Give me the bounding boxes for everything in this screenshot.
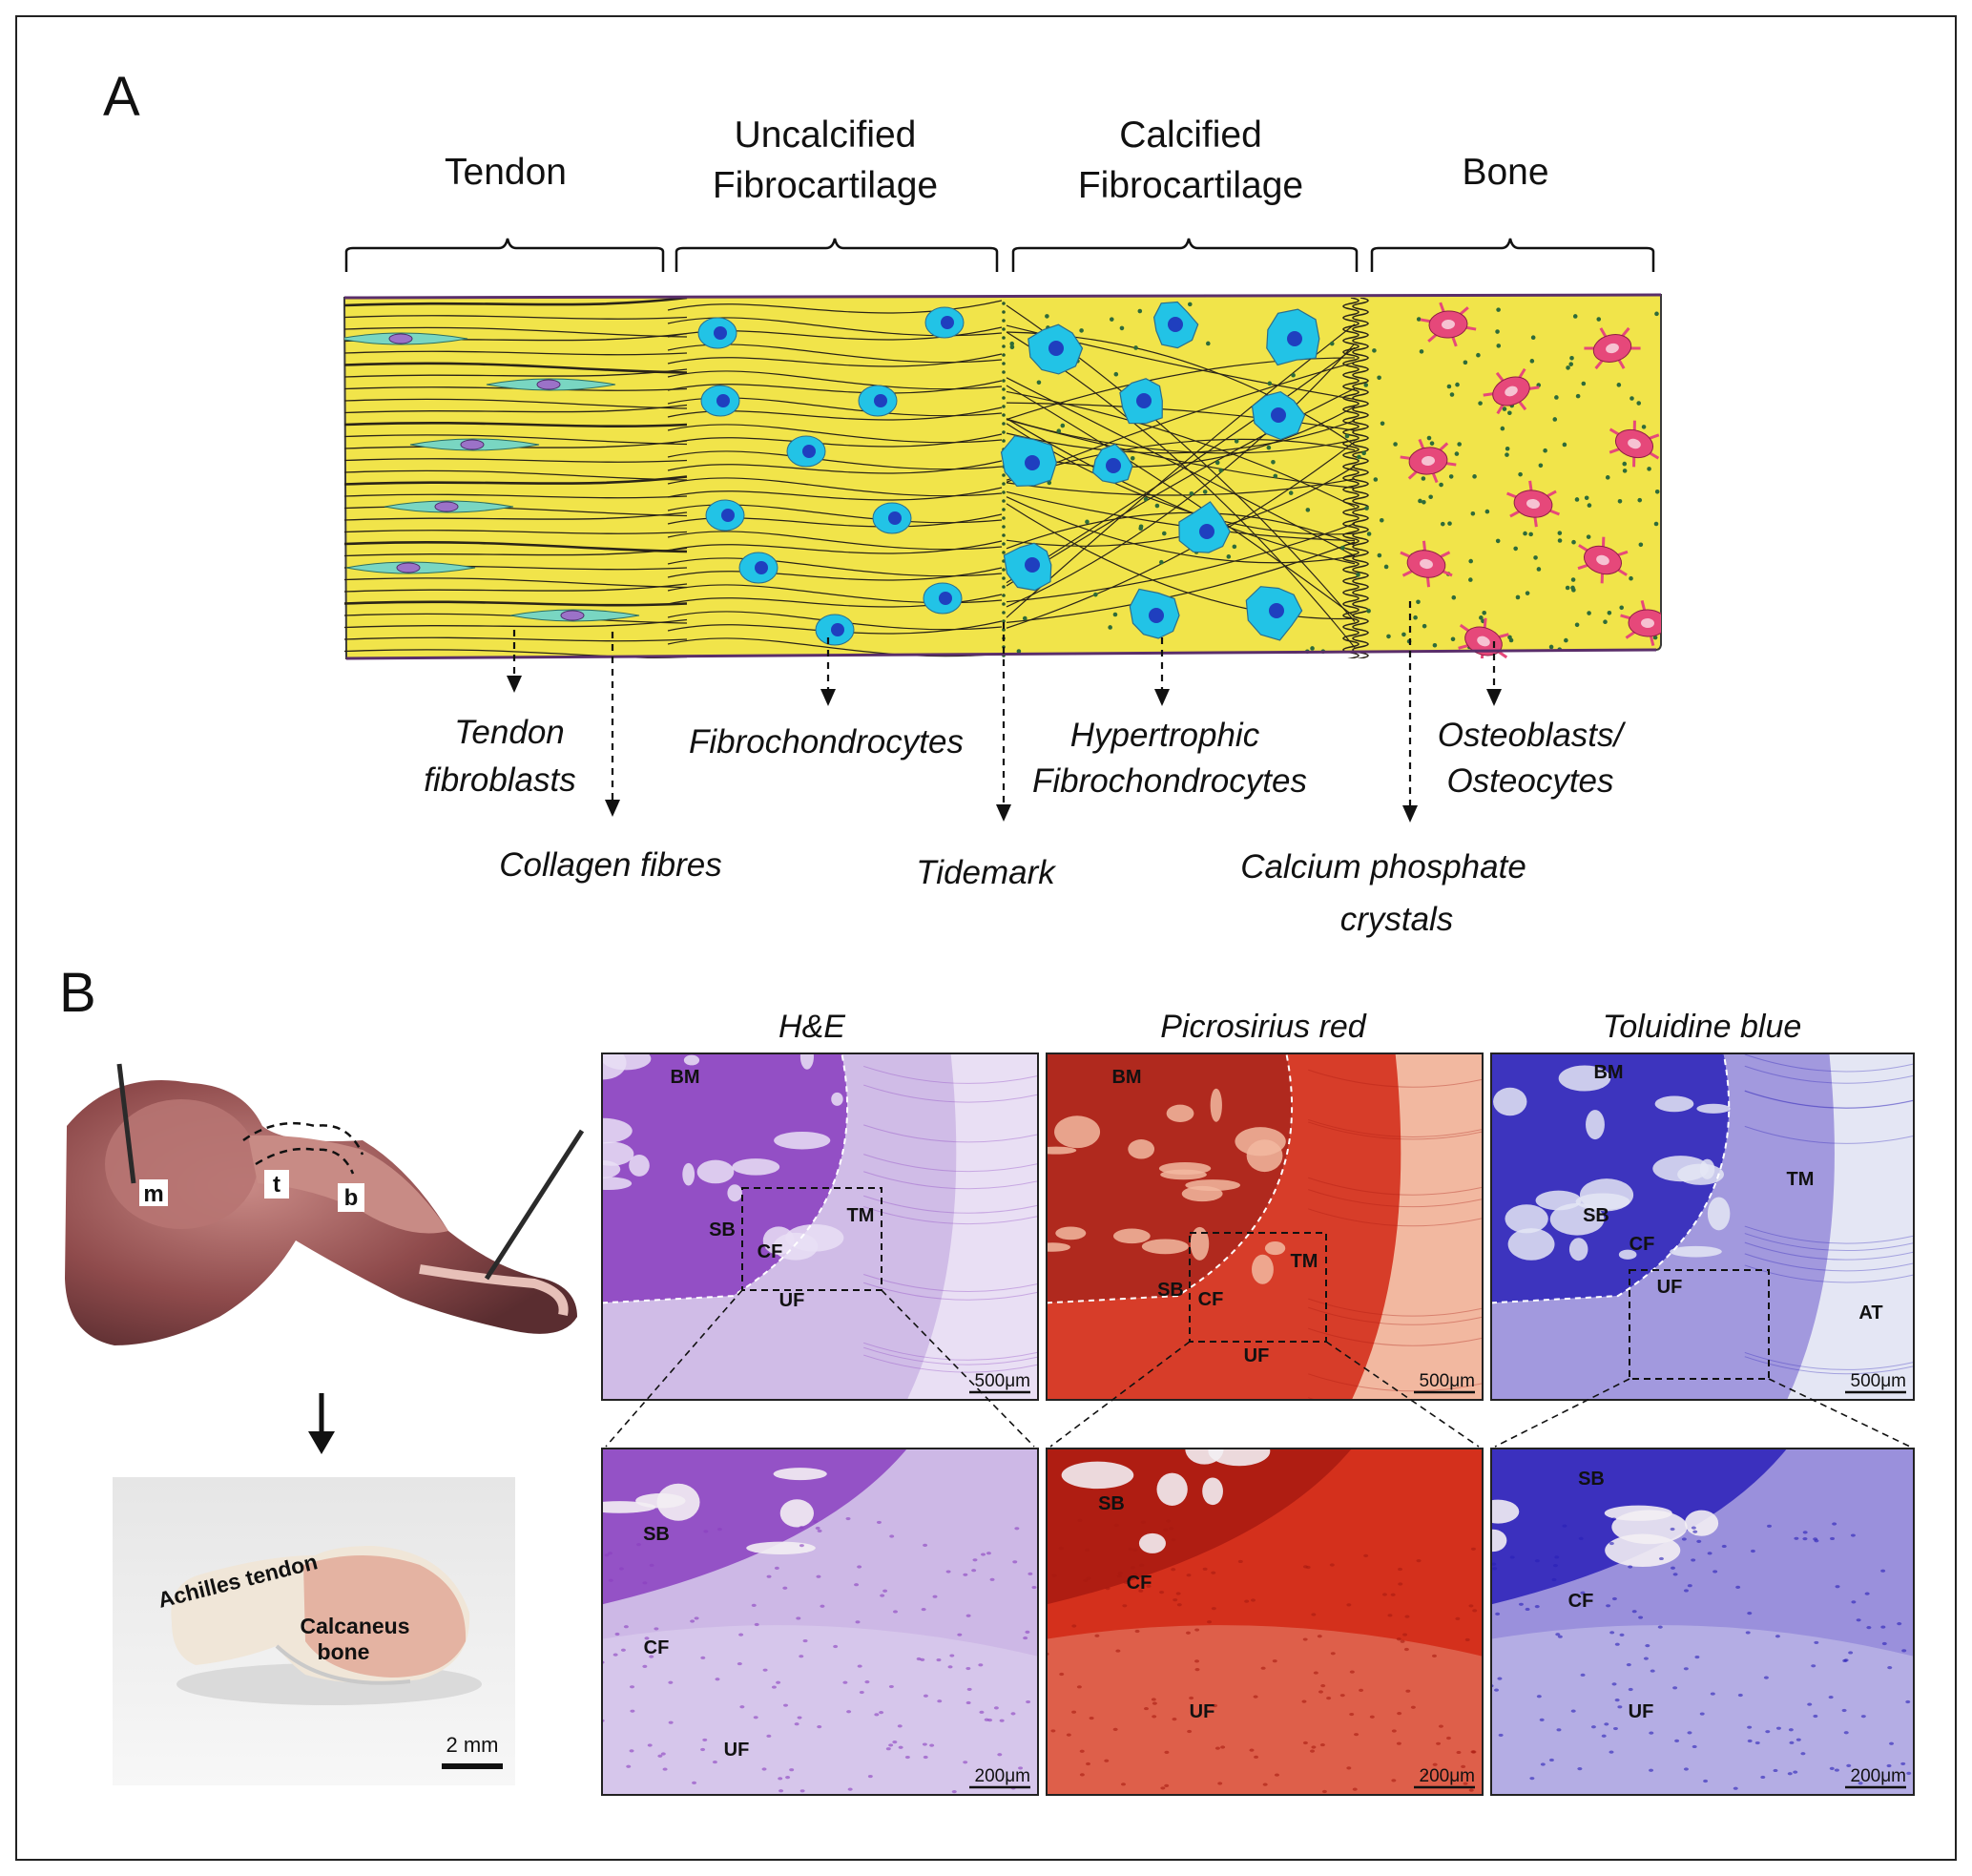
specimen-label-bone-1: Calcaneus (300, 1614, 409, 1638)
micrograph-bottom-0-label-sb: SB (643, 1524, 670, 1545)
micrograph-top-1-label-uf: UF (1244, 1345, 1270, 1366)
micrograph-top-2-label-uf: UF (1657, 1277, 1683, 1298)
zone-headings: Tendon Uncalcified Fibrocartilage Calcif… (445, 115, 1549, 206)
micrograph-top-1-label-bm: BM (1111, 1067, 1141, 1088)
micrograph-bottom-1-label-uf: UF (1190, 1701, 1215, 1722)
micrograph-bottom-0-label-uf: UF (724, 1740, 750, 1761)
micrograph-bottom-1-scale: 200μm (1420, 1766, 1475, 1786)
specimen-photo: Achilles tendon Calcaneus bone 2 mm (113, 1477, 515, 1785)
micrograph-top-1-scale: 500μm (1420, 1371, 1475, 1391)
down-arrow (308, 1393, 335, 1454)
zone-heading-bone: Bone (1462, 152, 1548, 193)
micrograph-top-2-label-sb: SB (1583, 1205, 1609, 1226)
micrograph-top-0-label-tm: TM (847, 1205, 875, 1226)
micrograph-top-0-scale: 500μm (975, 1371, 1030, 1391)
label-tendon-fibroblasts-2: fibroblasts (424, 761, 576, 799)
structure-labels: Tendon fibroblasts Collagen fibres Fibro… (424, 714, 1626, 938)
panel-a-letter: A (103, 66, 140, 128)
stain-title-he: H&E (778, 1009, 845, 1045)
micrograph-bottom-1 (1047, 1449, 1483, 1795)
dissection-photo: m t b (64, 1059, 585, 1370)
specimen-label-bone-2: bone (318, 1639, 370, 1664)
micrograph-top-2-label-tm: TM (1787, 1169, 1815, 1190)
label-hypertrophic-2: Fibrochondrocytes (1032, 762, 1307, 800)
micrograph-top-0-label-cf: CF (758, 1241, 783, 1262)
micrograph-bottom-2-label-cf: CF (1568, 1591, 1594, 1612)
micrograph-top-2 (1491, 1053, 1914, 1400)
panel-b-letter: B (59, 962, 96, 1024)
micrograph-bottom-2-label-uf: UF (1629, 1701, 1654, 1722)
photo-label-m: m (143, 1181, 163, 1207)
micrograph-bottom-2 (1491, 1449, 1914, 1795)
label-calcium-1: Calcium phosphate (1240, 848, 1526, 886)
micrograph-top-0-label-bm: BM (670, 1067, 699, 1088)
micrograph-top-2-scale: 500μm (1851, 1371, 1906, 1391)
micrograph-top-1-label-tm: TM (1291, 1251, 1318, 1272)
arrow-heads (507, 676, 1502, 823)
label-fibrochondrocytes: Fibrochondrocytes (689, 723, 964, 761)
micrograph-bottom-0-label-cf: CF (644, 1637, 670, 1658)
label-osteoblasts-1: Osteoblasts/ (1438, 717, 1627, 754)
micrograph-bottom-1-label-sb: SB (1098, 1493, 1125, 1514)
zone-braces (344, 238, 1655, 272)
zone-heading-tendon: Tendon (445, 152, 567, 193)
figure-border (15, 15, 1957, 1861)
stain-title-picrosirius: Picrosirius red (1160, 1009, 1366, 1045)
label-tidemark: Tidemark (916, 854, 1056, 891)
photo-label-t: t (273, 1172, 280, 1198)
micrograph-top-0-label-sb: SB (709, 1219, 736, 1240)
annotation-arrows (512, 601, 1496, 807)
label-tendon-fibroblasts-1: Tendon (454, 714, 565, 751)
zone-heading-uncalcified-2: Fibrocartilage (713, 165, 938, 206)
stain-title-toluidine: Toluidine blue (1603, 1009, 1802, 1045)
micrograph-bottom-1-label-cf: CF (1127, 1573, 1152, 1594)
micrograph-top-1 (1047, 1053, 1483, 1400)
micrograph-bottom-2-scale: 200μm (1851, 1766, 1906, 1786)
zone-heading-uncalcified-1: Uncalcified (735, 115, 917, 156)
photo-label-b: b (344, 1185, 359, 1211)
micrograph-top-0-label-uf: UF (779, 1290, 805, 1311)
micrograph-top-2-label-at: AT (1858, 1303, 1882, 1324)
band-matrix (343, 293, 1662, 660)
label-osteoblasts-2: Osteocytes (1446, 762, 1613, 800)
zone-heading-calcified-1: Calcified (1119, 115, 1262, 156)
micrograph-bottom-0 (602, 1449, 1038, 1795)
label-hypertrophic-1: Hypertrophic (1070, 717, 1260, 754)
micrograph-bottom-0-scale: 200μm (975, 1766, 1030, 1786)
micrograph-top-1-label-cf: CF (1198, 1289, 1224, 1310)
specimen-scale-label: 2 mm (446, 1733, 499, 1757)
micrograph-bottom-2-label-sb: SB (1578, 1469, 1605, 1490)
micrograph-top-2-label-cf: CF (1629, 1234, 1655, 1255)
micrograph-top-1-label-sb: SB (1157, 1280, 1184, 1301)
label-calcium-2: crystals (1340, 901, 1454, 938)
label-collagen-fibres: Collagen fibres (499, 846, 721, 884)
tissue-band (343, 293, 1662, 660)
micrograph-top-2-label-bm: BM (1593, 1062, 1623, 1083)
zone-heading-calcified-2: Fibrocartilage (1078, 165, 1303, 206)
micrograph-top-0 (602, 1053, 1038, 1400)
